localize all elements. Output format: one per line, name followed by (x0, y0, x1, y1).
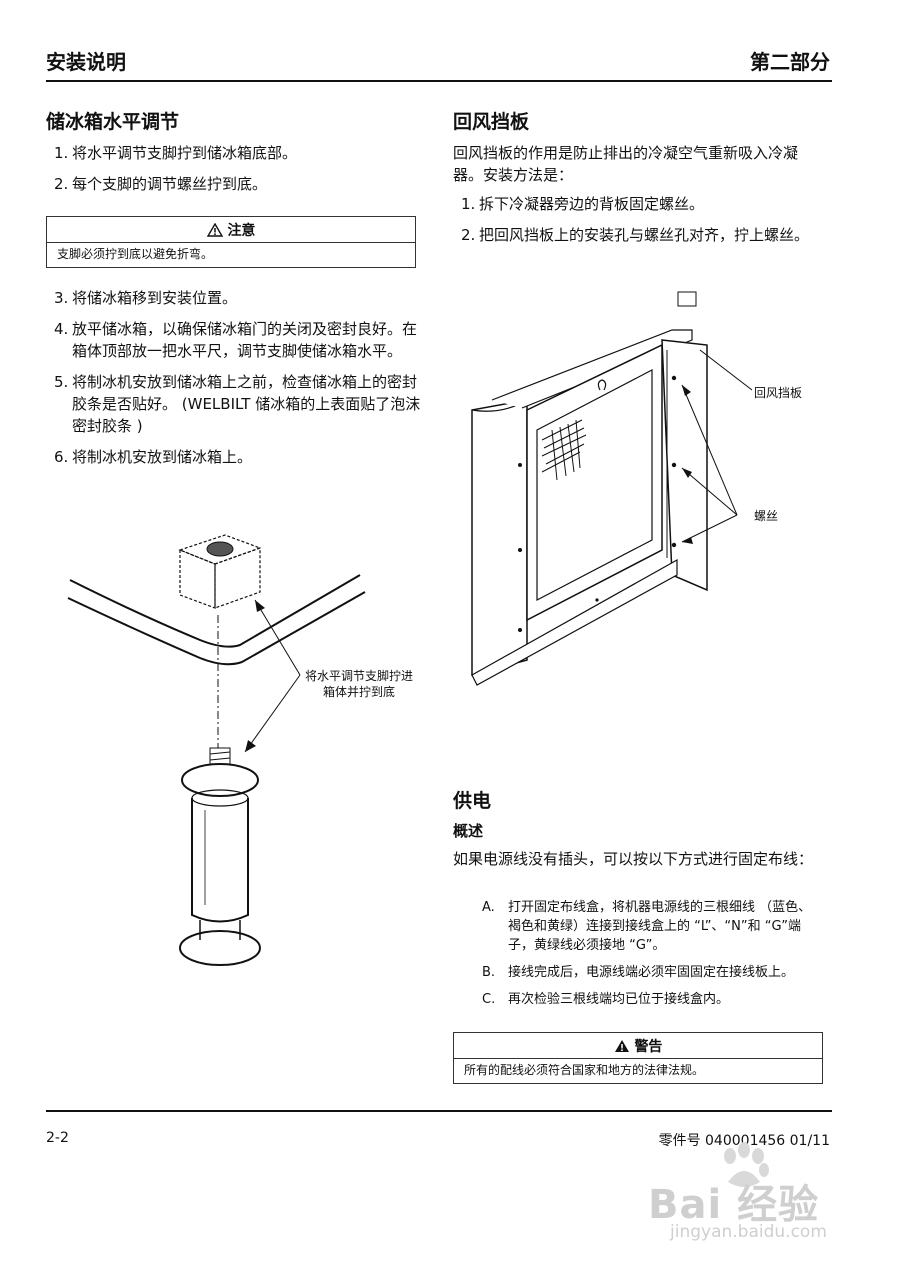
warning-body: 所有的配线必须符合国家和地方的法律法规。 (464, 1063, 705, 1077)
list-item: 6.将制冰机安放到储冰箱上。 (54, 448, 253, 466)
power-intro: 如果电源线没有插头，可以按以下方式进行固定布线： (453, 850, 814, 868)
header-rule (46, 80, 832, 82)
header-part-label: 第二部分 (750, 50, 830, 74)
baffle-steps: 1.拆下冷凝器旁边的背板固定螺丝。 2.把回风挡板上的安装孔与螺丝孔对齐，拧上螺… (453, 193, 833, 255)
baffle-figure-label: 回风挡板 (754, 386, 803, 400)
screw-figure-label: 螺丝 (754, 509, 779, 523)
list-item: 1.拆下冷凝器旁边的背板固定螺丝。 (461, 195, 705, 213)
header-section-title: 安装说明 (46, 50, 126, 74)
caution-body: 支脚必须拧到底以避免折弯。 (57, 247, 214, 261)
warning-box: 警告 所有的配线必须符合国家和地方的法律法规。 (453, 1032, 823, 1084)
baffle-illustration (471, 291, 752, 686)
power-sub-steps: A.打开固定布线盒，将机器电源线的三根细线 （蓝色、褐色和黄绿）连接到接线盒上的… (482, 898, 818, 1017)
leveling-steps-a: 1.将水平调节支脚拧到储冰箱底部。 2.每个支脚的调节螺丝拧到底。 (46, 142, 416, 204)
list-item: 3.将储冰箱移到安装位置。 (54, 289, 238, 307)
leveling-figure-label: 将水平调节支脚拧进箱体并拧到底 (304, 669, 413, 699)
list-item: B.接线完成后，电源线端必须牢固固定在接线板上。 (482, 965, 795, 980)
part-number: 零件号 040001456 01/11 (658, 1133, 830, 1149)
section-title-leveling: 储冰箱水平调节 (46, 111, 180, 133)
list-item: 2.每个支脚的调节螺丝拧到底。 (54, 175, 268, 193)
warning-title: 警告 (454, 1033, 822, 1059)
subsection-title-overview: 概述 (453, 822, 484, 840)
caution-title: 注意 (47, 217, 415, 243)
list-item: C.再次检验三根线端均已位于接线盒内。 (482, 992, 730, 1007)
footer-rule (46, 1110, 832, 1112)
list-item: 1.将水平调节支脚拧到储冰箱底部。 (54, 144, 298, 162)
caution-box: 注意 支脚必须拧到底以避免折弯。 (46, 216, 416, 268)
list-item: A.打开固定布线盒，将机器电源线的三根细线 （蓝色、褐色和黄绿）连接到接线盒上的… (482, 900, 812, 953)
paw-logo-icon (724, 1142, 769, 1187)
leveling-steps-b: 3.将储冰箱移到安装位置。 4.放平储冰箱，以确保储冰箱门的关闭及密封良好。在箱… (46, 287, 422, 477)
watermark-url: jingyan.baidu.com (670, 1222, 827, 1242)
page-number: 2-2 (46, 1130, 69, 1146)
list-item: 2.把回风挡板上的安装孔与螺丝孔对齐，拧上螺丝。 (461, 226, 810, 244)
watermark-brand: Bai 经验 (648, 1182, 820, 1228)
leveling-leg-illustration (67, 534, 366, 966)
list-item: 5.将制冰机安放到储冰箱上之前，检查储冰箱上的密封胶条是否贴好。 (WELBIL… (54, 373, 421, 435)
list-item: 4.放平储冰箱，以确保储冰箱门的关闭及密封良好。在箱体顶部放一把水平尺，调节支脚… (54, 320, 418, 360)
warning-filled-icon (614, 1040, 629, 1052)
warning-triangle-icon (206, 222, 223, 237)
section-title-baffle: 回风挡板 (453, 111, 530, 133)
section-title-power: 供电 (453, 790, 492, 812)
baffle-intro: 回风挡板的作用是防止排出的冷凝空气重新吸入冷凝器。安装方法是： (453, 144, 799, 184)
